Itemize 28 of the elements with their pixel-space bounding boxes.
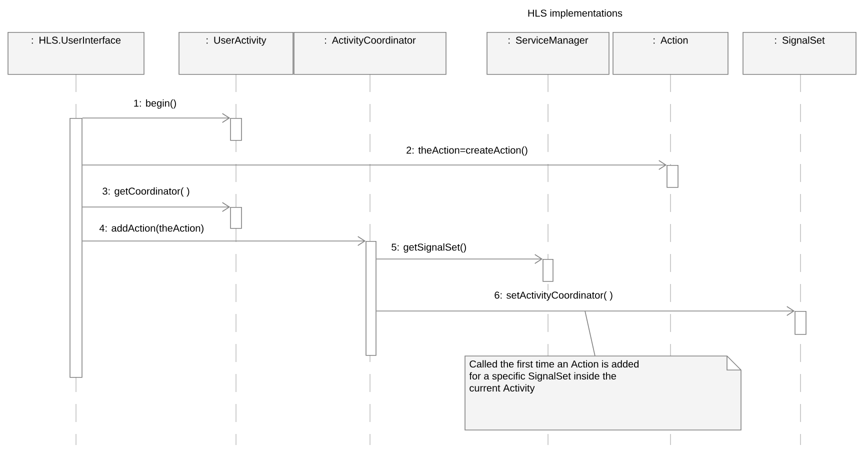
object-box: : ActivityCoordinator (294, 32, 446, 75)
object-box: : Action (612, 32, 728, 75)
leader-line (584, 310, 596, 356)
activation-bar (794, 311, 806, 335)
activation-bar (230, 118, 242, 141)
message-arrow (82, 113, 230, 123)
object-box: : HLS.UserInterface (8, 32, 144, 75)
message-label: 6: setActivityCoordinator( ) (493, 290, 614, 302)
message-arrow (376, 306, 795, 316)
activation-bar (542, 259, 554, 282)
message-label: 3: getCoordinator( ) (101, 186, 191, 198)
activation-bar (70, 118, 82, 378)
object-box: : SignalSet (742, 32, 856, 75)
message-label: 4: addAction(theAction) (98, 223, 206, 235)
activation-bar (230, 207, 242, 229)
message-arrow (376, 254, 543, 264)
activation-bar (666, 165, 678, 188)
note-box: Called the first time an Action is added for a specific SignalSet inside the current Activity (464, 356, 742, 430)
activation-bar (366, 241, 376, 356)
message-arrow (82, 160, 667, 170)
group-heading: HLS implementations (528, 9, 622, 19)
message-label: 5: getSignalSet() (390, 242, 468, 254)
object-box: : UserActivity (178, 32, 294, 75)
object-box: : ServiceManager (486, 32, 610, 75)
message-arrow (82, 236, 366, 246)
message-label: 1: begin() (132, 98, 178, 110)
message-arrow (82, 202, 230, 212)
message-label: 2: theAction=createAction() (405, 145, 529, 157)
